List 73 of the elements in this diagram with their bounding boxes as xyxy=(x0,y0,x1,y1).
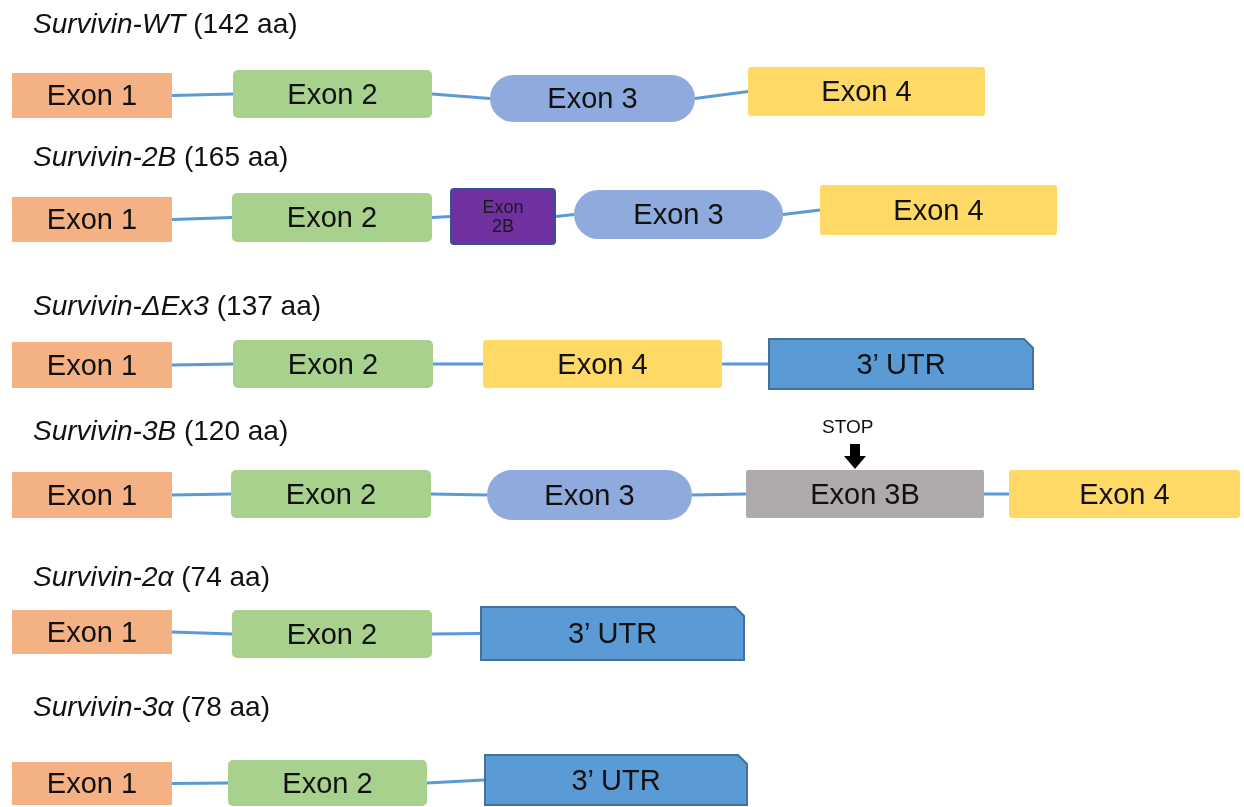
exon-label: 3’ UTR xyxy=(571,764,661,796)
connector-line xyxy=(171,92,234,97)
isoform-title: Survivin-3α (78 aa) xyxy=(33,691,270,723)
connector-line xyxy=(171,216,233,221)
connector-line xyxy=(171,630,233,636)
isoform-title: Survivin-WT (142 aa) xyxy=(33,8,298,40)
exon-3-pill xyxy=(490,75,695,122)
utr-box xyxy=(768,338,1034,390)
exon-label: Exon 4 xyxy=(821,76,912,107)
exon-2-box xyxy=(231,470,431,518)
exon-3-pill xyxy=(574,190,783,239)
exon-label: Exon 3 xyxy=(633,199,724,230)
exon-label: Exon 2 xyxy=(287,348,379,380)
connector-line xyxy=(430,492,488,497)
isoform-title: Survivin-3B (120 aa) xyxy=(33,415,289,447)
exon-label: Exon 3B xyxy=(810,478,920,510)
isoform-title: Survivin-2α (74 aa) xyxy=(33,561,270,593)
stop-label: STOP xyxy=(822,416,874,438)
connector-line xyxy=(433,362,483,366)
connector-line xyxy=(722,362,768,366)
exon-label: Exon 4 xyxy=(893,194,984,226)
exon-label: Exon 1 xyxy=(46,349,138,381)
connector-line xyxy=(984,492,1009,496)
connector-line xyxy=(171,362,234,367)
utr-box xyxy=(484,754,748,806)
exon-2-box xyxy=(233,70,432,118)
utr-box xyxy=(480,606,745,661)
exon-label: Exon 3 xyxy=(547,83,638,114)
connector-line xyxy=(431,92,491,100)
exon-label: Exon 3 xyxy=(544,479,635,511)
exon-label: Exon 4 xyxy=(557,348,648,380)
exon-label: Exon 2 xyxy=(287,78,378,110)
exon-4-box xyxy=(1009,470,1240,518)
exon-1-box xyxy=(12,73,172,118)
connector-line xyxy=(172,781,228,785)
exon-label: Exon 1 xyxy=(46,616,138,648)
connector-line xyxy=(555,213,575,218)
exon-2-box xyxy=(232,193,432,242)
connector-line xyxy=(171,492,232,497)
exon-4-box xyxy=(748,67,985,116)
exon-label: Exon 1 xyxy=(46,479,138,511)
exon-2-box xyxy=(233,340,433,388)
exon-label: Exon 1 xyxy=(46,768,138,799)
connector-line xyxy=(431,215,451,219)
exon-1-box xyxy=(12,197,172,242)
exon-1-box xyxy=(12,762,172,805)
exon-1-box xyxy=(12,342,172,388)
exon-2-box xyxy=(228,760,427,806)
connector-line xyxy=(782,208,821,216)
exon-1-box xyxy=(12,472,172,518)
exon-3b-box xyxy=(746,470,984,518)
exon-label: Exon 2 xyxy=(286,202,378,233)
exon-label: 3’ UTR xyxy=(856,348,946,380)
exon-label: Exon 1 xyxy=(46,204,138,235)
exon-label: Exon 2 xyxy=(282,767,373,799)
exon-label: Exon 2B xyxy=(481,197,525,236)
isoform-title: Survivin-2B (165 aa) xyxy=(33,141,289,173)
isoform-title: Survivin-ΔEx3 (137 aa) xyxy=(33,290,322,322)
connector-line xyxy=(432,632,480,636)
exon-label: Exon 2 xyxy=(286,618,378,650)
connector-line xyxy=(426,778,485,785)
exon-label: 3’ UTR xyxy=(567,618,658,649)
connector-line xyxy=(691,492,747,497)
exon-label: Exon 2 xyxy=(285,478,377,510)
exon-1-box xyxy=(12,610,172,654)
exon-4-box xyxy=(483,340,722,388)
exon-2-box xyxy=(232,610,432,658)
exon-3-pill xyxy=(487,470,692,520)
connector-line xyxy=(694,90,749,100)
exon-2b-box xyxy=(450,188,556,245)
exon-label: Exon 4 xyxy=(1079,478,1170,510)
exon-label: Exon 1 xyxy=(46,80,138,111)
exon-4-box xyxy=(820,185,1057,235)
